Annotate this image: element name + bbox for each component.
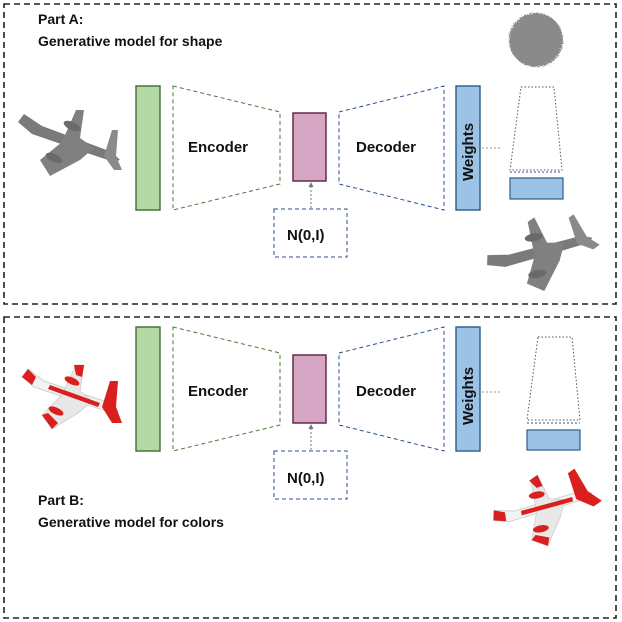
part-b-encoder-label: Encoder xyxy=(188,383,248,400)
part-a-encoder-shape xyxy=(172,85,281,211)
part-a-output-airplane xyxy=(480,195,604,310)
part-b-input-block xyxy=(135,326,161,452)
part-a-weights-label: Weights xyxy=(460,123,477,181)
part-b-title: Part B: xyxy=(38,492,84,508)
part-b-weights-block xyxy=(455,326,481,452)
part-b-subtitle: Generative model for colors xyxy=(38,514,224,530)
part-b-noise-label: N(0,I) xyxy=(287,470,325,487)
part-a-network-output-bar xyxy=(509,177,564,200)
part-a-input-airplane xyxy=(18,110,122,176)
part-b-input-airplane xyxy=(21,364,123,430)
part-a-decoder-label: Decoder xyxy=(356,139,416,156)
part-a-noise-label: N(0,I) xyxy=(287,227,325,244)
part-b-latent-block xyxy=(292,354,327,424)
part-b-decoder-label: Decoder xyxy=(356,383,416,400)
part-b-noise-arrowhead xyxy=(308,424,314,429)
part-b-border xyxy=(3,316,617,619)
part-a-noise-arrowhead xyxy=(308,182,314,187)
part-b-network-shape xyxy=(526,336,581,421)
part-b-output-airplane xyxy=(486,452,606,564)
part-b-network-output-bar xyxy=(526,429,581,451)
part-a-title: Part A: xyxy=(38,11,83,27)
part-a-subtitle: Generative model for shape xyxy=(38,33,223,49)
part-a-border xyxy=(3,3,617,305)
part-a-network-shape xyxy=(509,86,563,171)
part-a-point-cloud-sphere xyxy=(509,13,563,67)
part-a-input-block xyxy=(135,85,161,211)
part-a-encoder-label: Encoder xyxy=(188,139,248,156)
part-b-decoder-shape xyxy=(338,326,445,452)
part-a-weights-block xyxy=(455,85,481,211)
part-b-encoder-shape xyxy=(172,326,281,452)
part-a-latent-block xyxy=(292,112,327,182)
part-a-noise-box xyxy=(273,208,348,258)
part-b-weights-label: Weights xyxy=(460,367,477,425)
part-b-noise-box xyxy=(273,450,348,500)
part-a-decoder-shape xyxy=(338,85,445,211)
